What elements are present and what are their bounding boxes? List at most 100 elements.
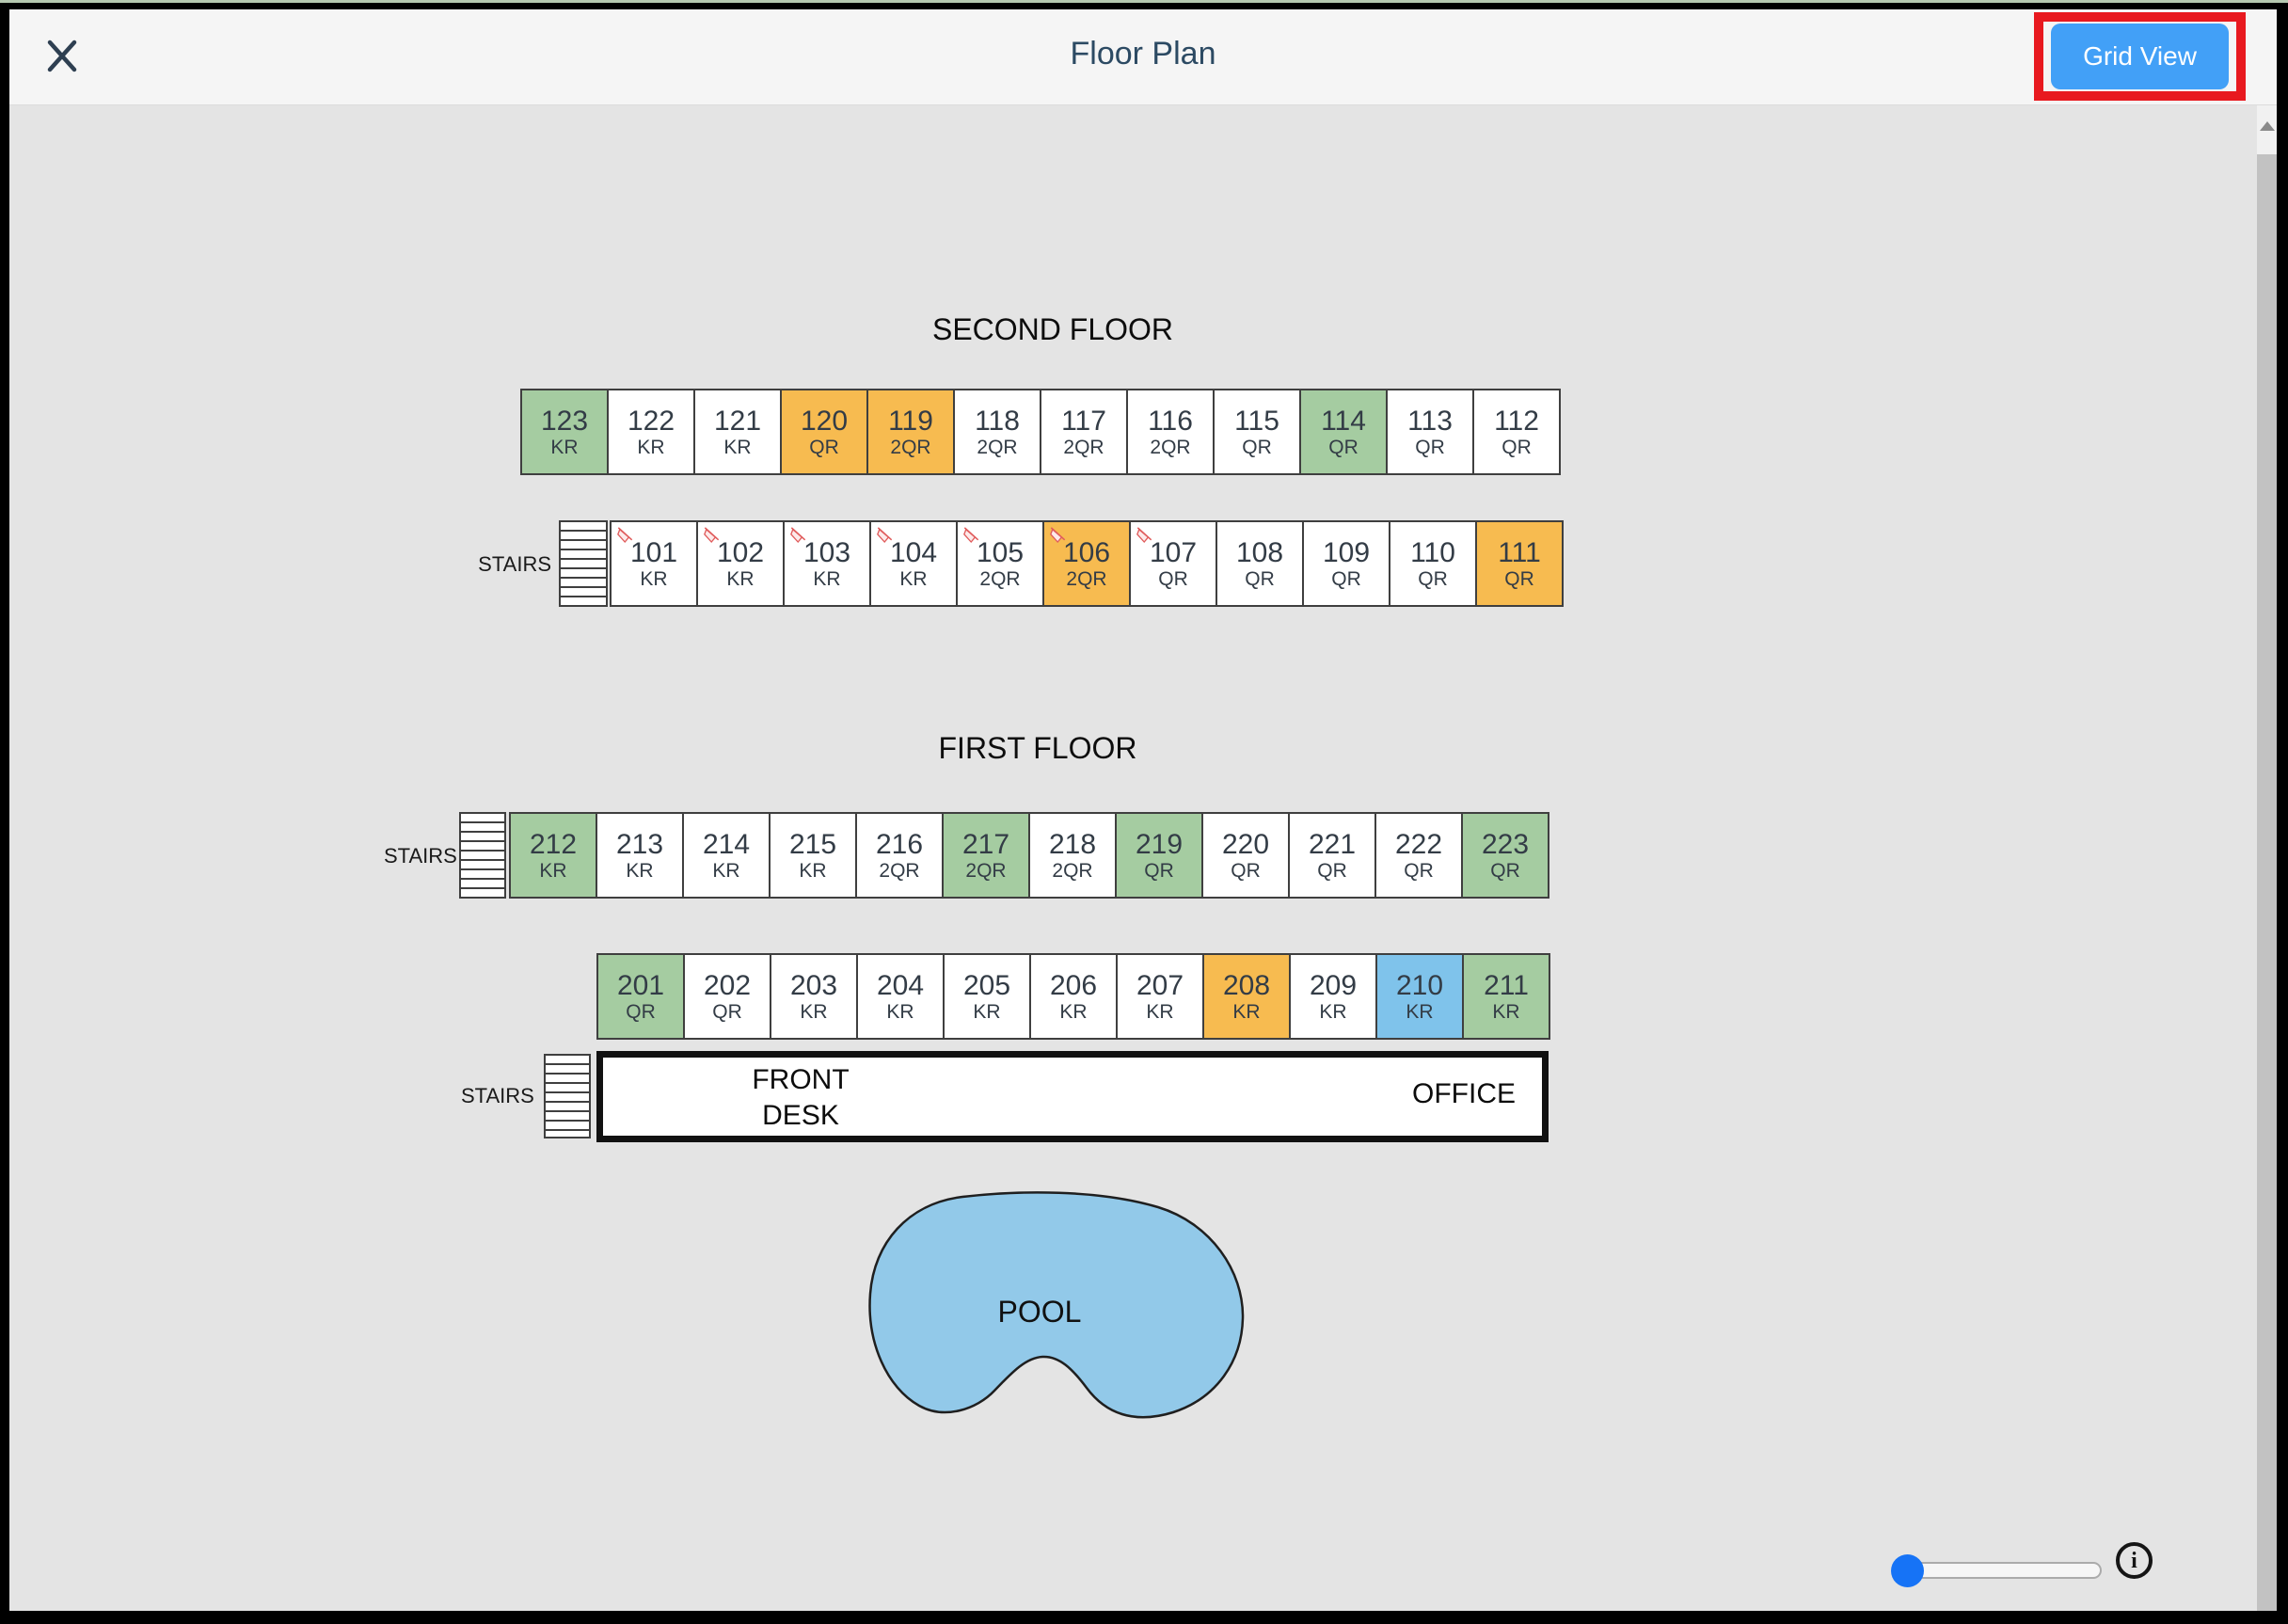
stairs-icon xyxy=(559,520,608,607)
room-number: 117 xyxy=(1061,405,1106,437)
room-type-code: KR xyxy=(640,567,668,590)
room-type-code: KR xyxy=(626,859,654,882)
room-number: 101 xyxy=(629,536,678,568)
scrollbar-thumb[interactable] xyxy=(2257,154,2277,1611)
room-type-code: KR xyxy=(886,1000,914,1023)
room-type-code: KR xyxy=(1406,1000,1434,1023)
close-button[interactable] xyxy=(40,34,85,79)
pool-shape xyxy=(868,1191,1245,1419)
vertical-scrollbar[interactable] xyxy=(2257,105,2277,1611)
stairs-label: STAIRS xyxy=(478,552,551,576)
front-desk-line1: FRONT xyxy=(752,1064,850,1095)
room-number: 223 xyxy=(1481,828,1530,860)
room-type-code: QR xyxy=(1504,567,1534,590)
room-number: 209 xyxy=(1309,969,1358,1001)
grid-view-button[interactable]: Grid View xyxy=(2051,24,2229,89)
room-type-code: QR xyxy=(712,1000,742,1023)
room-number: 210 xyxy=(1395,969,1444,1001)
zoom-slider[interactable] xyxy=(1893,1562,2102,1579)
room-number: 110 xyxy=(1410,536,1455,568)
scroll-up-button[interactable] xyxy=(2257,105,2277,147)
info-button[interactable]: i xyxy=(2116,1542,2153,1579)
room-number: 104 xyxy=(889,536,938,568)
room-number: 123 xyxy=(540,405,589,437)
room-number: 216 xyxy=(875,828,924,860)
room-number: 219 xyxy=(1135,828,1184,860)
flag-icon xyxy=(617,527,633,544)
flag-icon xyxy=(1136,527,1152,544)
room-type-code: 2QR xyxy=(977,436,1018,458)
room-number: 115 xyxy=(1234,405,1279,437)
flag-icon xyxy=(790,527,806,544)
room-number: 215 xyxy=(788,828,837,860)
room-type-code: KR xyxy=(1319,1000,1347,1023)
stairs-label: STAIRS xyxy=(384,844,457,868)
room-type-code: KR xyxy=(1492,1000,1520,1023)
room-number: 119 xyxy=(888,405,933,437)
scroll-up-arrow-icon xyxy=(2259,121,2275,131)
room-number: 113 xyxy=(1407,405,1453,437)
annotation-highlight-box: Grid View xyxy=(2034,12,2246,101)
room-number: 208 xyxy=(1222,969,1271,1001)
room-number: 120 xyxy=(800,405,849,437)
room-type-code: KR xyxy=(1232,1000,1261,1023)
zoom-slider-thumb[interactable] xyxy=(1891,1554,1924,1587)
first-floor-title: FIRST FLOOR xyxy=(938,731,1137,765)
room-type-code: KR xyxy=(550,436,579,458)
front-desk-office-area: FRONT DESK OFFICE xyxy=(596,1051,1549,1142)
room-number: 206 xyxy=(1049,969,1098,1001)
room-type-code: KR xyxy=(973,1000,1001,1023)
room-type-code: QR xyxy=(1331,567,1361,590)
room-number: 211 xyxy=(1484,969,1529,1001)
room-type-code: QR xyxy=(1404,859,1434,882)
